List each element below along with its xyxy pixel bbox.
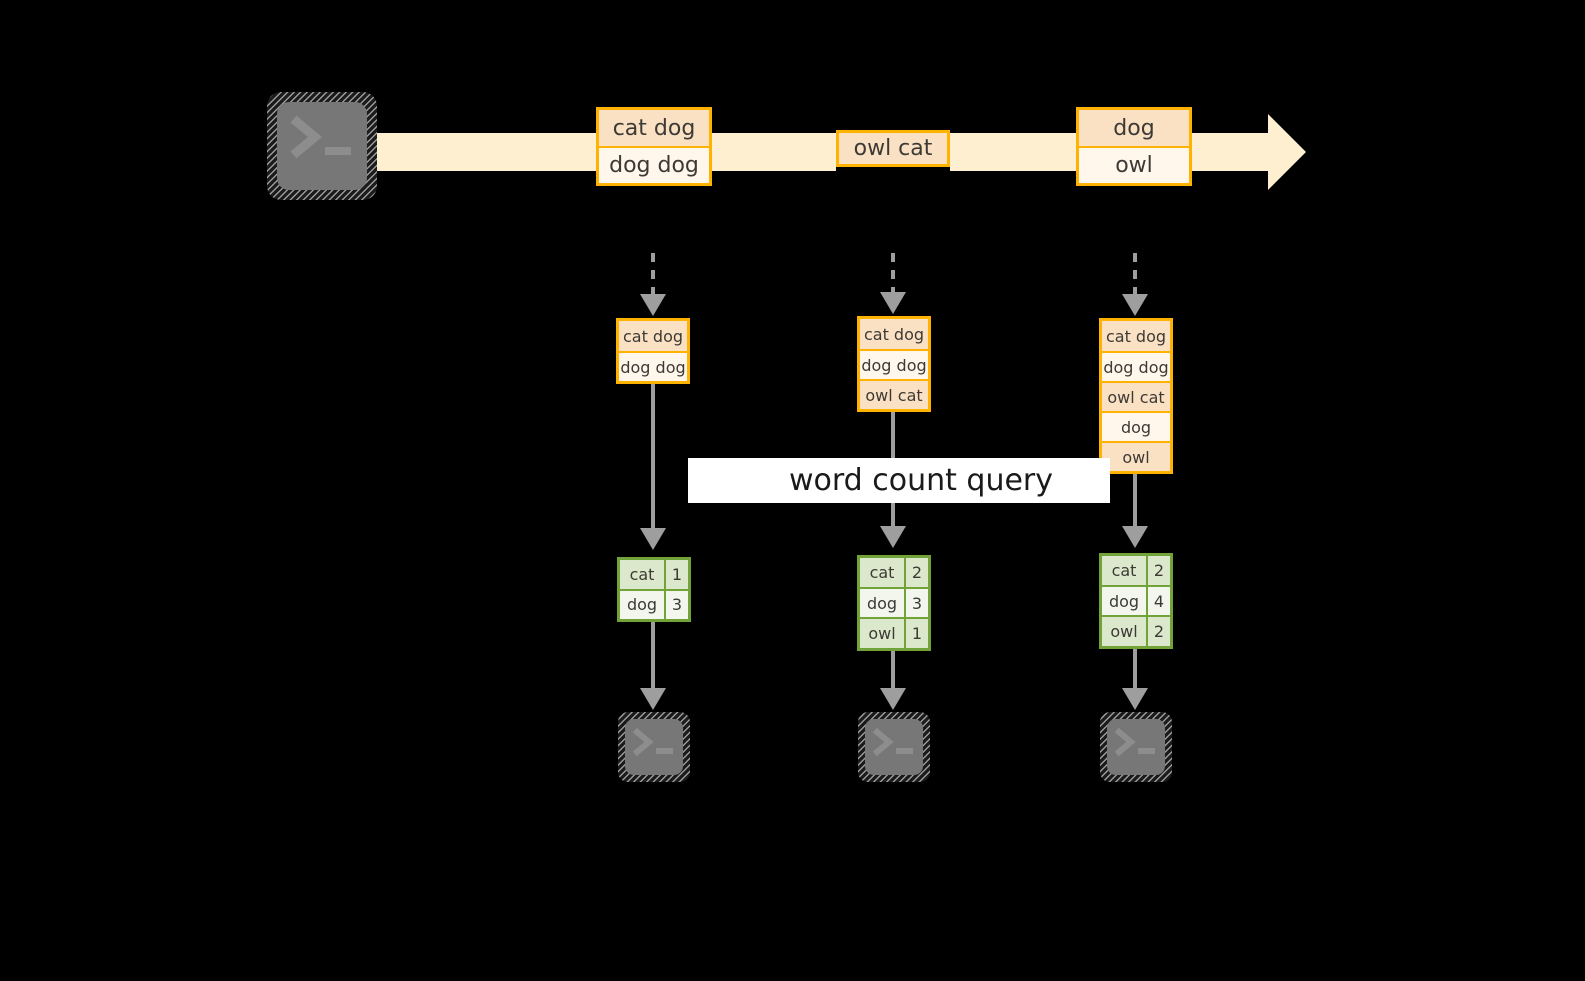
result-value: 3 [664,590,688,619]
snapshot-3-query-line [1133,474,1137,530]
terminal-face [1107,719,1165,775]
snapshot-1-input-dashed-line [651,253,655,297]
snapshot-1-sink-line [651,622,655,692]
result-value: 2 [1146,556,1170,585]
result-key: cat [1102,556,1146,585]
snapshot-1-results: cat 1 dog 3 [617,557,691,622]
snapshot-1-query-line [651,384,655,532]
snapshot-3-sink-arrow-head-icon [1122,688,1148,710]
snapshot-3-query-arrow-head-icon [1122,526,1148,548]
prompt-glyph-icon [290,115,351,159]
result-key: cat [860,558,904,587]
stream-message-line: owl [1079,146,1189,183]
stream-band-mid1 [710,133,836,171]
snapshot-1-records: cat dog dog dog [616,318,690,384]
stream-message-line: dog [1079,110,1189,146]
result-row: cat 2 [860,558,928,587]
snapshot-2-results: cat 2 dog 3 owl 1 [857,555,931,651]
record-row: owl cat [860,379,928,409]
result-key: cat [620,560,664,589]
snapshot-2-query-arrow-head-icon [880,526,906,548]
result-key: dog [860,588,904,618]
snapshot-2-sink-arrow-head-icon [880,688,906,710]
record-row: dog [1102,411,1170,441]
snapshot-1-sink-arrow-head-icon [640,688,666,710]
snapshot-3-sink-line [1133,649,1137,692]
snapshot-1-query-arrow-head-icon [640,528,666,550]
record-row: owl [1102,441,1170,471]
terminal-face [865,719,923,775]
record-row: owl cat [1102,381,1170,411]
stream-arrow-head-icon [1268,114,1306,190]
snapshot-1-input-arrow-head-icon [640,294,666,316]
result-key: owl [860,619,904,649]
result-row: cat 1 [620,560,688,589]
record-row: cat dog [619,321,687,351]
stream-message-line: cat dog [599,110,709,146]
prompt-glyph-icon [1114,727,1155,757]
record-row: dog dog [860,349,928,379]
result-row: owl 1 [860,617,928,649]
snapshot-3-records: cat dog dog dog owl cat dog owl [1099,318,1173,474]
stream-band-left [368,133,598,171]
result-value: 2 [904,558,928,587]
stream-message-2: owl cat [836,130,950,167]
query-label-band: word count query [688,458,1110,503]
record-row: dog dog [619,351,687,381]
record-row: cat dog [860,319,928,349]
stream-message-line: owl cat [839,133,947,164]
result-key: dog [620,590,664,619]
result-value: 1 [904,619,928,649]
stream-message-3: dog owl [1076,107,1192,186]
stream-band-mid2 [950,133,1076,171]
stream-band-right [1192,133,1270,171]
prompt-glyph-icon [632,727,673,757]
result-key: owl [1102,617,1146,647]
snapshot-2-records: cat dog dog dog owl cat [857,316,931,412]
query-label: word count query [788,463,1054,498]
snapshot-3-results: cat 2 dog 4 owl 2 [1099,553,1173,649]
snapshot-2-input-arrow-head-icon [880,292,906,314]
record-row: cat dog [1102,321,1170,351]
snapshot-2-input-dashed-line [891,253,895,295]
result-value: 3 [904,588,928,618]
snapshot-1-sink-terminal-icon [618,712,690,782]
source-terminal-icon [267,92,377,200]
result-row: cat 2 [1102,556,1170,585]
result-value: 1 [664,560,688,589]
snapshot-3-sink-terminal-icon [1100,712,1172,782]
snapshot-2-sink-terminal-icon [858,712,930,782]
stream-message-line: dog dog [599,146,709,183]
result-value: 2 [1146,617,1170,647]
result-row: dog 3 [860,586,928,618]
result-row: dog 4 [1102,584,1170,616]
stream-message-1: cat dog dog dog [596,107,712,186]
snapshot-3-input-arrow-head-icon [1122,294,1148,316]
result-row: owl 2 [1102,615,1170,647]
result-row: dog 3 [620,588,688,619]
record-row: dog dog [1102,351,1170,381]
terminal-face [277,102,367,190]
result-value: 4 [1146,586,1170,616]
terminal-face [625,719,683,775]
snapshot-2-sink-line [891,651,895,692]
snapshot-3-input-dashed-line [1133,253,1137,297]
result-key: dog [1102,586,1146,616]
prompt-glyph-icon [872,727,913,757]
